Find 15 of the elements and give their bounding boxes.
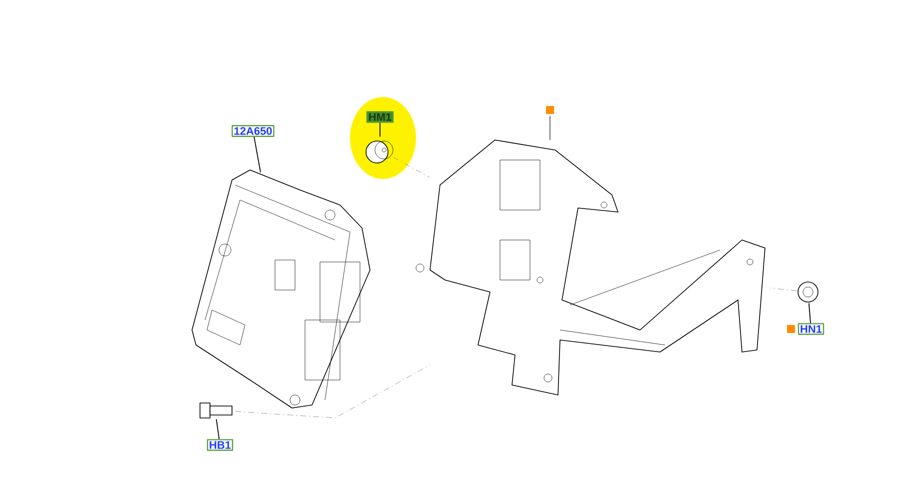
bolt-drawing [200,402,232,418]
nut-drawing [798,282,818,302]
nut-drawing [366,140,394,164]
leader-line [216,418,220,440]
bracket-drawing [416,140,766,396]
leader-line [808,302,811,324]
callout-label: 12A650 [232,125,274,137]
control-module-drawing [192,170,370,408]
callout-label: HB1 [206,439,234,451]
callout-label: HM1 [366,111,394,123]
leader-line [254,136,261,173]
alignment-line [393,157,430,178]
alignment-line [235,364,430,418]
callout-label: HN1 [798,323,824,335]
alignment-line [770,288,797,291]
